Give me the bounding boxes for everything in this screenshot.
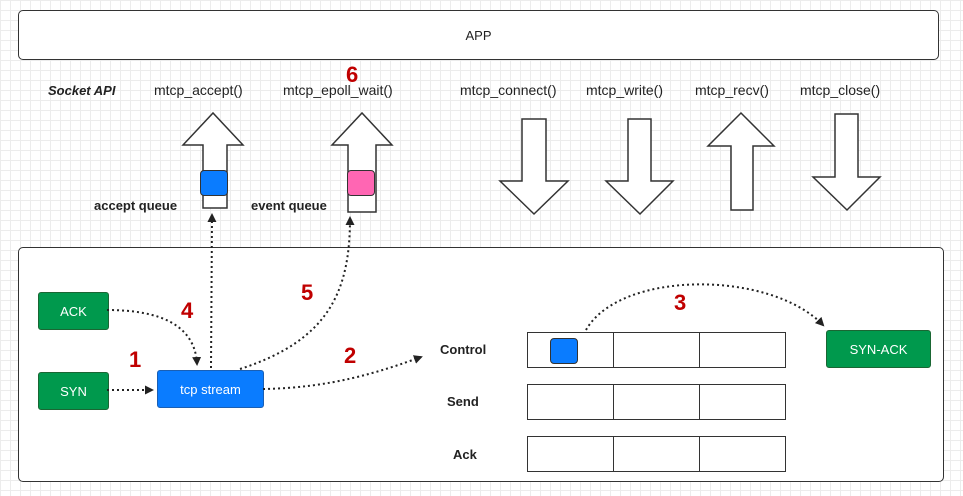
control-row-label: Control [440, 342, 487, 357]
syn-input-label: SYN [60, 383, 87, 399]
buffer-cell [528, 437, 614, 471]
tcp-stream-box: tcp stream [157, 370, 264, 408]
syn-ack-output-box: SYN-ACK [826, 330, 931, 368]
api-call-write: mtcp_write() [586, 82, 664, 98]
flow-arrow-syn-ack [585, 283, 825, 331]
send-buffer-row [527, 384, 786, 420]
step-1-label: 1 [129, 347, 142, 372]
mtcp-stack-box [18, 247, 944, 482]
api-call-epoll-wait: mtcp_epoll_wait() [283, 82, 393, 98]
buffer-cell [614, 333, 700, 367]
flow-arrow-accept [207, 213, 217, 369]
flow-arrow-event [239, 216, 355, 370]
api-call-close: mtcp_close() [800, 82, 881, 98]
api-call-recv: mtcp_recv() [695, 82, 769, 98]
send-row-label: Send [447, 394, 479, 409]
arrow-down-icon [498, 118, 570, 216]
arrow-down-icon [811, 113, 882, 212]
app-box: APP [18, 10, 939, 60]
control-buffer-row [527, 332, 786, 368]
buffer-cell [528, 385, 614, 419]
ack-input-box: ACK [38, 292, 109, 330]
accept-queue-item [200, 170, 228, 196]
tcp-stream-label: tcp stream [180, 381, 241, 397]
buffer-cell [614, 385, 700, 419]
arrow-up-icon [330, 111, 394, 213]
arrow-down-icon [604, 118, 675, 216]
buffer-cell [528, 333, 614, 367]
accept-queue-label: accept queue [94, 198, 178, 213]
step-2-label: 2 [344, 343, 357, 368]
step-5-label: 5 [301, 280, 314, 305]
flow-arrow-ack [106, 309, 202, 366]
step-4-label: 4 [181, 298, 194, 323]
ack-row-label: Ack [453, 447, 477, 462]
api-call-connect: mtcp_connect() [460, 82, 557, 98]
control-packet [550, 338, 578, 364]
step-3-label: 3 [674, 290, 687, 315]
event-queue-item [347, 170, 375, 196]
app-label: APP [465, 27, 492, 43]
arrow-up-icon [706, 111, 776, 211]
flow-arrow-control [262, 355, 423, 390]
event-queue-label: event queue [251, 198, 327, 213]
ack-buffer-row [527, 436, 786, 472]
buffer-cell [614, 437, 700, 471]
syn-input-box: SYN [38, 372, 109, 410]
socket-api-label: Socket API [48, 83, 116, 98]
step-6-label: 6 [346, 62, 359, 87]
api-call-accept: mtcp_accept() [154, 82, 243, 98]
ack-input-label: ACK [60, 303, 87, 319]
syn-ack-label: SYN-ACK [849, 341, 908, 357]
